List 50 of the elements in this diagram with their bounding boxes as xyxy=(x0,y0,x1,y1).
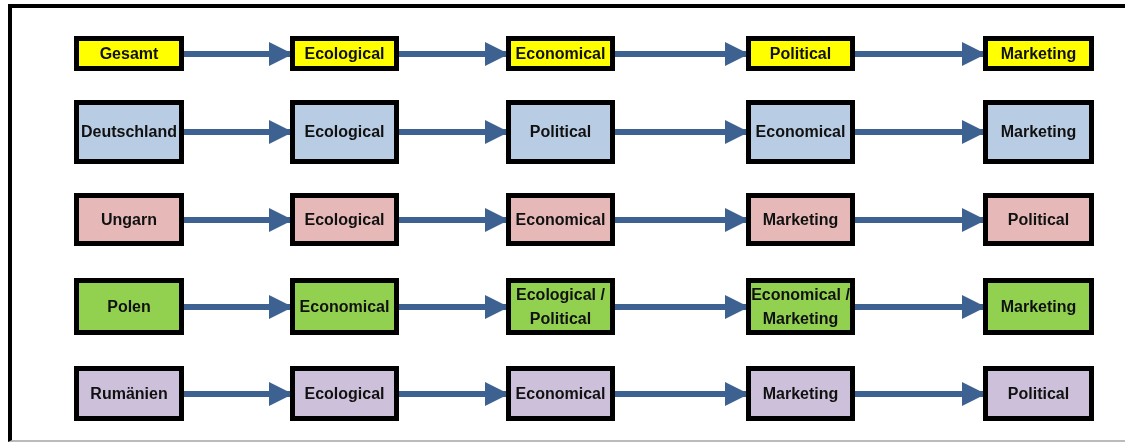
process-box xyxy=(290,278,399,335)
box-label: Economical xyxy=(515,209,606,230)
box-label: Marketing xyxy=(762,209,839,230)
process-box xyxy=(746,278,855,335)
process-box xyxy=(506,36,615,71)
process-box xyxy=(290,100,399,164)
process-box xyxy=(983,366,1094,421)
box-label: Ecological / Political xyxy=(515,285,606,329)
process-box xyxy=(290,193,399,246)
process-box xyxy=(506,193,615,246)
process-box xyxy=(74,36,184,71)
process-box xyxy=(506,366,615,421)
box-label: Ecological xyxy=(304,122,385,143)
box-label: Economical xyxy=(515,43,606,64)
process-box xyxy=(983,36,1094,71)
process-box xyxy=(506,100,615,164)
box-label: Political xyxy=(1007,383,1070,404)
box-label: Economical xyxy=(755,122,846,143)
box-label: Marketing xyxy=(1000,122,1077,143)
process-box xyxy=(506,278,615,335)
box-label: Economical xyxy=(515,383,606,404)
process-box xyxy=(74,366,184,421)
box-label: Rumänien xyxy=(90,383,168,404)
process-box xyxy=(290,366,399,421)
box-label: Deutschland xyxy=(81,122,177,143)
process-box xyxy=(290,36,399,71)
process-box xyxy=(746,193,855,246)
box-label: Political xyxy=(769,43,832,64)
box-label: Economical / Marketing xyxy=(751,285,850,329)
box-label: Gesamt xyxy=(99,43,159,64)
box-label: Marketing xyxy=(1000,296,1077,317)
process-box xyxy=(74,278,184,335)
process-box xyxy=(983,100,1094,164)
process-box xyxy=(983,278,1094,335)
box-label: Marketing xyxy=(1000,43,1077,64)
box-label: Political xyxy=(529,122,592,143)
process-box xyxy=(746,36,855,71)
process-box xyxy=(74,193,184,246)
process-box xyxy=(746,100,855,164)
process-box xyxy=(74,100,184,164)
box-label: Economical xyxy=(299,296,390,317)
box-label: Polen xyxy=(107,296,151,317)
box-label: Ungarn xyxy=(101,209,157,230)
box-label: Marketing xyxy=(762,383,839,404)
box-label: Ecological xyxy=(304,209,385,230)
process-box xyxy=(746,366,855,421)
box-label: Political xyxy=(1007,209,1070,230)
box-label: Ecological xyxy=(304,43,385,64)
process-box xyxy=(983,193,1094,246)
box-label: Ecological xyxy=(304,383,385,404)
